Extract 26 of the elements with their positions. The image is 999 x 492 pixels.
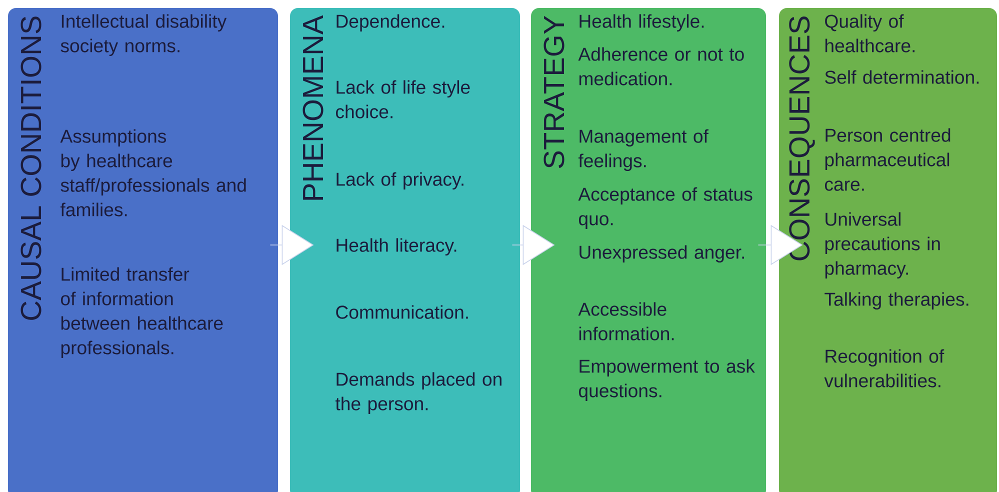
list-item: Acceptance of status quo.	[578, 187, 752, 229]
list-item: Accessible information.	[578, 302, 674, 340]
list-item: Lack of life style choice.	[336, 80, 470, 118]
column-heading: CONSEQUENCES	[789, 16, 815, 260]
list-item: Health lifestyle.	[580, 14, 704, 32]
list-item: Management of feelings.	[578, 129, 708, 171]
list-item: Universal precautions in pharmacy.	[825, 212, 940, 279]
list-item: Lack of privacy.	[336, 172, 464, 190]
list-item: Intellectual disability society norms.	[60, 14, 227, 56]
list-item: Adherence or not to medication.	[578, 47, 744, 86]
list-item: Quality of healthcare.	[825, 14, 914, 52]
list-item: Self determination.	[825, 70, 979, 84]
list-item: Talking therapies.	[824, 292, 968, 310]
list-item: Communication.	[336, 305, 468, 319]
column-heading: CAUSAL CONDITIONS	[20, 16, 42, 320]
list-item: Health literacy.	[336, 238, 456, 256]
list-item: Recognition of vulnerabilities.	[824, 349, 944, 388]
column-heading: STRATEGY	[544, 16, 564, 168]
list-item: Unexpressed anger.	[580, 245, 744, 263]
column-heading: PHENOMENA	[302, 15, 324, 200]
list-item: Person centred pharmaceutical care.	[824, 128, 950, 191]
list-item: Empowerment to ask questions.	[579, 359, 755, 402]
list-item: Demands placed on the person.	[336, 372, 502, 414]
list-item: Assumptions by healthcare staff/professionals and families.	[60, 129, 246, 216]
list-item: Limited transfer of information between healthcare professionals.	[61, 267, 223, 358]
list-item: Dependence.	[336, 14, 444, 32]
